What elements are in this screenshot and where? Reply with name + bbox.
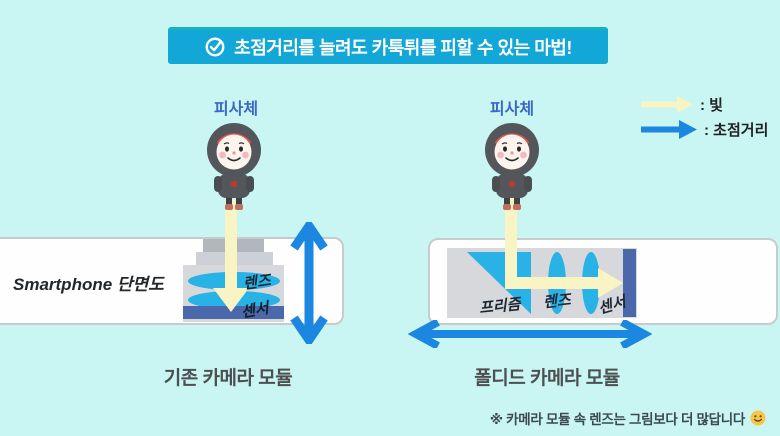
left-light-beam [213,200,249,313]
left-lens-label: 렌즈 [242,272,272,293]
footnote: ※ 카메라 모듈 속 렌즈는 그림보다 더 많답니다 [490,408,766,428]
left-subject-label: 피사체 [213,101,259,118]
footnote-text: ※ 카메라 모듈 속 렌즈는 그림보다 더 많답니다 [489,412,745,427]
right-focal-arrow [408,320,652,348]
legend-row-focal: : 초점거리 [641,119,768,139]
left-focal-arrow [290,222,328,344]
legend-light-label: : 빛 [700,96,723,114]
left-subject-character [205,122,263,214]
left-caption: 기존 카메라 모듈 [163,368,293,389]
left-sensor [183,306,284,319]
right-subject-character [483,122,541,214]
right-lens-label: 렌즈 [542,291,572,312]
title-banner: 초점거리를 늘려도 카툭튀를 피할 수 있는 마법! [168,27,608,64]
focal-length-arrow-icon [641,119,697,139]
legend-row-light: : 빛 [641,94,768,114]
light-arrow-icon [641,95,693,113]
right-sensor [623,249,636,317]
smiley-icon [750,410,766,426]
check-circle-icon [204,36,226,58]
right-prism-label: 프리즘 [478,295,522,318]
left-smartphone-bar [0,237,344,325]
left-smartphone-label: Smartphone 단면도 [13,275,164,294]
right-light-beam [498,198,628,299]
title-text: 초점거리를 늘려도 카툭튀를 피할 수 있는 마법! [234,38,572,58]
legend: : 빛 : 초점거리 [641,94,768,139]
legend-focal-label: : 초점거리 [704,121,769,139]
right-caption: 폴디드 카메라 모듈 [474,368,620,389]
right-subject-label: 피사체 [489,101,535,118]
